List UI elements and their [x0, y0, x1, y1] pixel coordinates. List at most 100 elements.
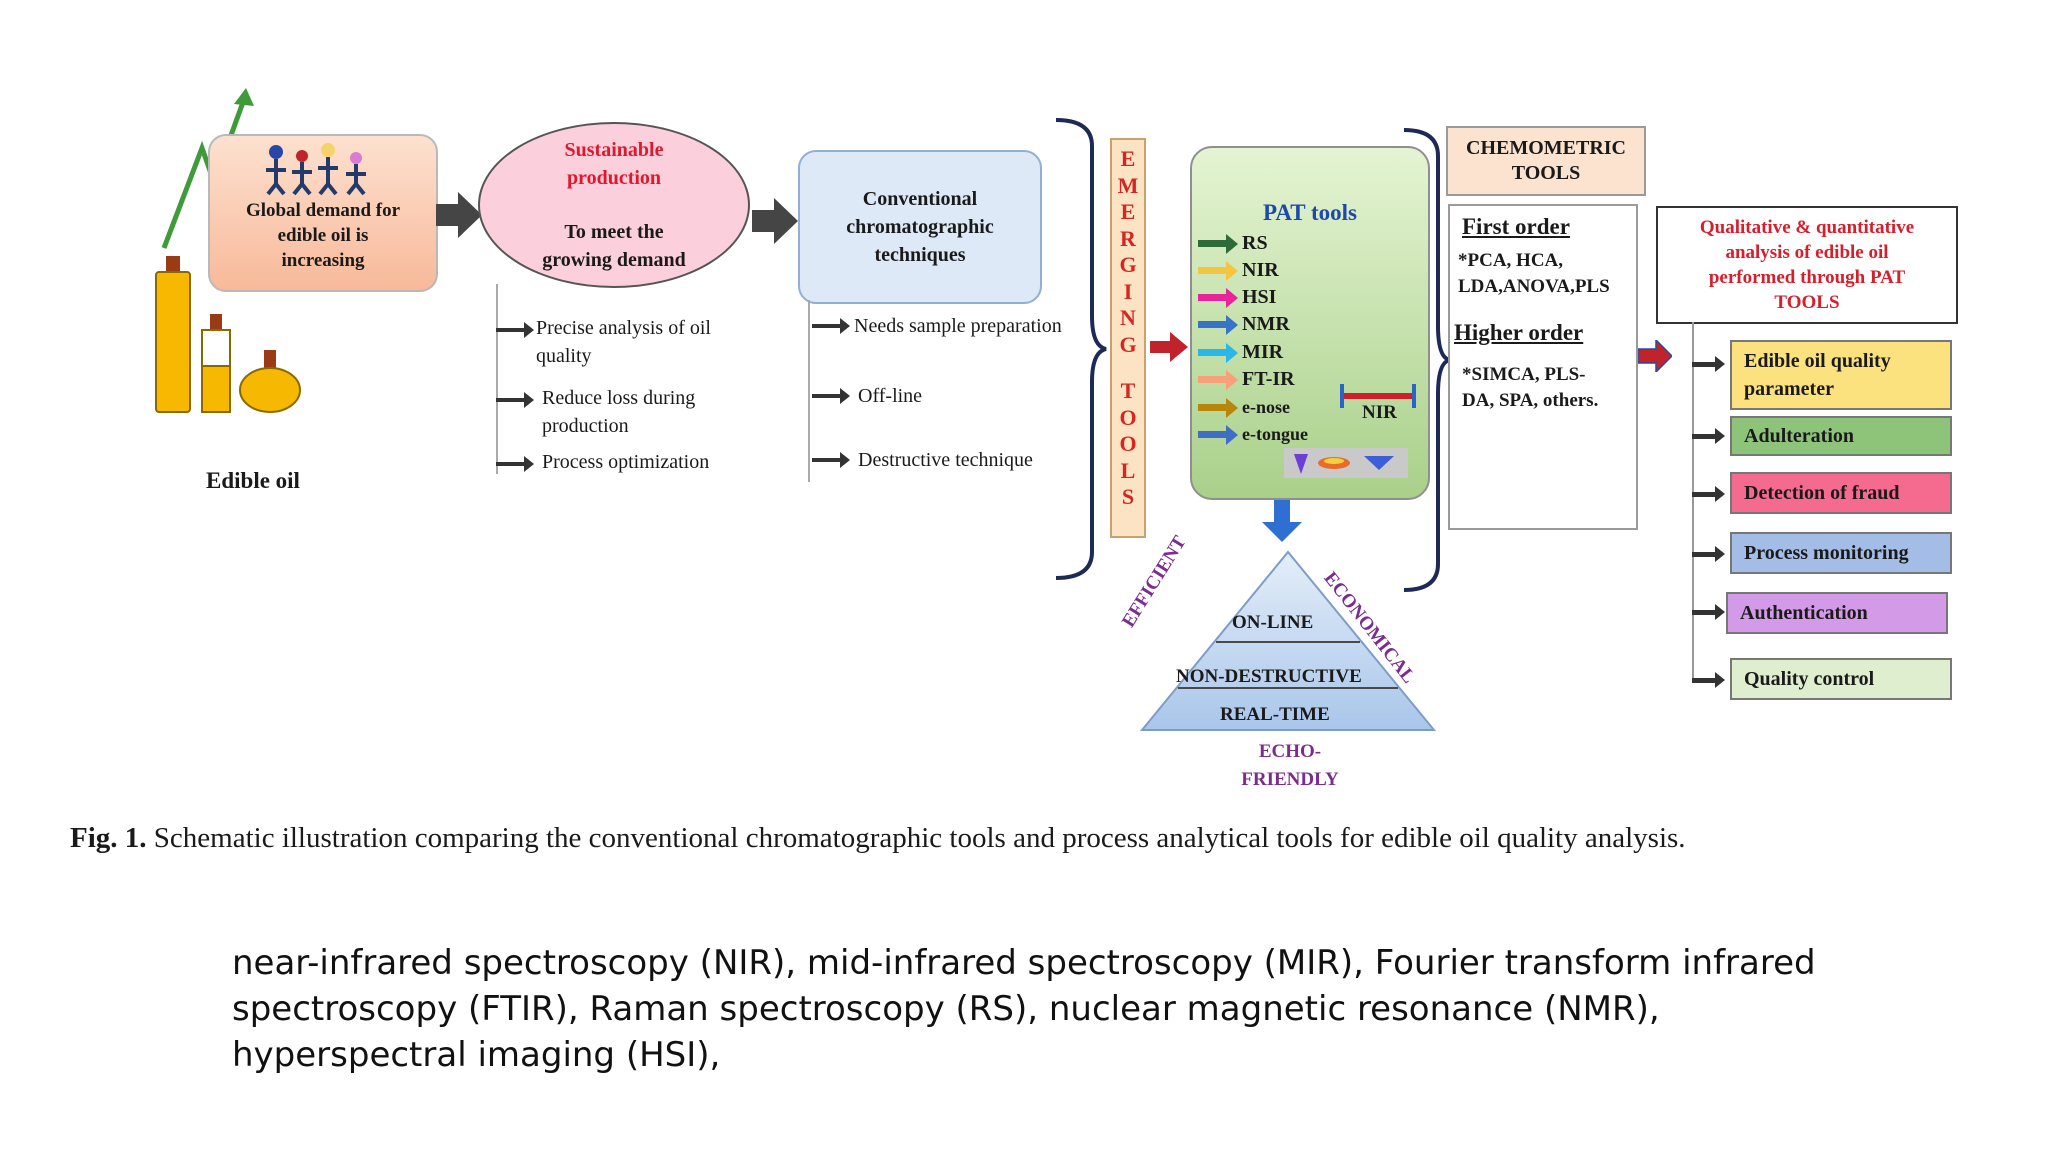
triangle-label-echo-friendly: ECHO- FRIENDLY: [1222, 738, 1358, 794]
higher-order-list: *SIMCA, PLS- DA, SPA, others.: [1462, 362, 1598, 414]
emerging-letter: R: [1120, 225, 1136, 251]
benefit-line: Precise analysis of oil: [536, 317, 711, 339]
bullet-arrow-icon: [812, 452, 850, 468]
global-demand-box: Global demand for edible oil is increasi…: [208, 134, 438, 292]
bullet-arrow-icon: [1692, 428, 1725, 444]
bullet-arrow-icon: [496, 456, 534, 472]
application-label: Adulteration: [1744, 424, 1854, 447]
qualitative-title-line: analysis of edible oil: [1725, 242, 1889, 263]
advantages-triangle: [1139, 550, 1437, 731]
emerging-to-pat-arrow-icon: [1150, 332, 1188, 362]
echo-line: FRIENDLY: [1241, 769, 1339, 790]
conventional-title-line: techniques: [874, 244, 966, 266]
conventional-title-line: Conventional: [862, 188, 978, 210]
arrow-icon: [1198, 424, 1238, 445]
application-label: Quality control: [1744, 667, 1875, 690]
person-icon: [292, 150, 312, 196]
pat-tool-row: NMR: [1198, 311, 1290, 337]
emerging-letter: N: [1120, 305, 1136, 330]
higher-order-title: Higher order: [1454, 320, 1584, 345]
drawback-text: Off-line: [858, 385, 923, 407]
pat-tool-row: e-tongue: [1198, 421, 1308, 447]
higher-order-line: *SIMCA, PLS-: [1462, 364, 1586, 385]
small-bottle-icon: [201, 365, 231, 413]
application-label: Authentication: [1740, 601, 1868, 624]
emerging-gap: [1112, 358, 1144, 378]
arrow-icon: [1198, 233, 1238, 254]
first-order-line: LDA,ANOVA,PLS: [1458, 276, 1610, 297]
pat-tool-label: e-nose: [1242, 396, 1290, 417]
first-order-title: First order: [1462, 214, 1570, 239]
brace-icon: [1403, 128, 1450, 592]
pat-tool-label: HSI: [1242, 285, 1277, 308]
qualitative-analysis-box: Qualitative & quantitative analysis of e…: [1656, 206, 1958, 324]
triangle-level-realtime: REAL-TIME: [1220, 704, 1330, 725]
round-flask-icon: [239, 367, 301, 413]
first-order-list: *PCA, HCA, LDA,ANOVA,PLS: [1458, 248, 1610, 300]
sustainable-body-line: To meet the: [564, 221, 664, 243]
emerging-letter: O: [1119, 431, 1137, 456]
edible-oil-label: Edible oil: [206, 468, 300, 493]
big-arrow-icon: [436, 192, 482, 238]
drawbacks-list: Needs sample preparation Off-line Destru…: [812, 312, 1102, 474]
figure-caption: Fig. 1. Schematic illustration comparing…: [70, 822, 1686, 855]
bullet-arrow-icon: [496, 322, 534, 338]
small-bottle-top-icon: [201, 329, 231, 367]
pat-tool-label: NMR: [1242, 312, 1290, 335]
person-icon: [266, 145, 286, 196]
benefit-line: Reduce loss during: [542, 387, 696, 409]
pat-tool-row: HSI: [1198, 284, 1276, 310]
spectra-images-icon: [1284, 448, 1408, 478]
person-icon: [318, 143, 338, 196]
conventional-techniques-box: Conventional chromatographic techniques: [798, 150, 1042, 304]
global-demand-line: increasing: [281, 250, 365, 271]
application-edible-oil-quality: Edible oil quality parameter: [1730, 340, 1952, 410]
benefit-line: Process optimization: [542, 451, 710, 473]
pat-tool-label: NIR: [1242, 258, 1279, 281]
pat-tool-label: MIR: [1242, 340, 1284, 363]
arrow-icon: [1198, 397, 1238, 418]
benefit-item: Process optimization: [496, 448, 766, 476]
application-label: Edible oil quality: [1744, 350, 1891, 372]
emerging-letter: G: [1119, 331, 1137, 357]
sustainable-production-ellipse: Sustainable production To meet the growi…: [478, 122, 750, 288]
bullet-arrow-icon: [1692, 356, 1725, 372]
application-authentication: Authentication: [1726, 592, 1948, 634]
arrow-icon: [1198, 287, 1238, 308]
qualitative-title-line: TOOLS: [1774, 292, 1840, 313]
sustainable-body-line: growing demand: [542, 249, 686, 271]
application-label: parameter: [1744, 378, 1834, 400]
bullet-arrow-icon: [812, 318, 850, 334]
emerging-letter: S: [1121, 484, 1135, 509]
drawback-divider: [808, 300, 810, 482]
global-demand-line: edible oil is: [277, 225, 369, 246]
application-process-monitoring: Process monitoring: [1730, 532, 1952, 574]
emerging-letter: E: [1120, 199, 1136, 224]
edible-oil-illustration: [155, 88, 301, 413]
triangle-level-online: ON-LINE: [1232, 612, 1314, 633]
pat-tool-row: e-nose: [1198, 394, 1290, 420]
pat-tool-label: FT-IR: [1242, 367, 1295, 390]
emerging-letter: G: [1119, 252, 1137, 277]
chemo-to-qual-arrow-icon: [1638, 340, 1672, 372]
benefit-line: quality: [536, 345, 592, 367]
drawback-item: Needs sample preparation: [812, 312, 1102, 340]
growth-arrow-head-icon: [234, 88, 254, 106]
abbreviation-note: near-infrared spectroscopy (NIR), mid-in…: [232, 943, 1816, 1075]
emerging-letter: L: [1120, 457, 1136, 483]
arrow-icon: [1198, 369, 1238, 390]
benefit-item: Precise analysis of oil quality: [496, 314, 766, 370]
qualitative-title-line: performed through PAT: [1708, 267, 1906, 288]
small-bottle-cap-icon: [210, 314, 222, 330]
arrow-icon: [1198, 260, 1238, 281]
emerging-letter: M: [1117, 172, 1139, 198]
tall-bottle-cap-icon: [166, 256, 180, 274]
triangle-level-nondestructive: NON-DESTRUCTIVE: [1176, 666, 1362, 687]
application-label: Process monitoring: [1744, 541, 1909, 564]
sustainable-title-line: Sustainable: [564, 139, 664, 161]
pat-tool-label: RS: [1242, 231, 1268, 254]
figure-label: Fig. 1.: [70, 822, 147, 854]
emerging-letter: O: [1119, 404, 1137, 430]
application-quality-control: Quality control: [1730, 658, 1952, 700]
first-order-line: *PCA, HCA,: [1458, 250, 1564, 271]
